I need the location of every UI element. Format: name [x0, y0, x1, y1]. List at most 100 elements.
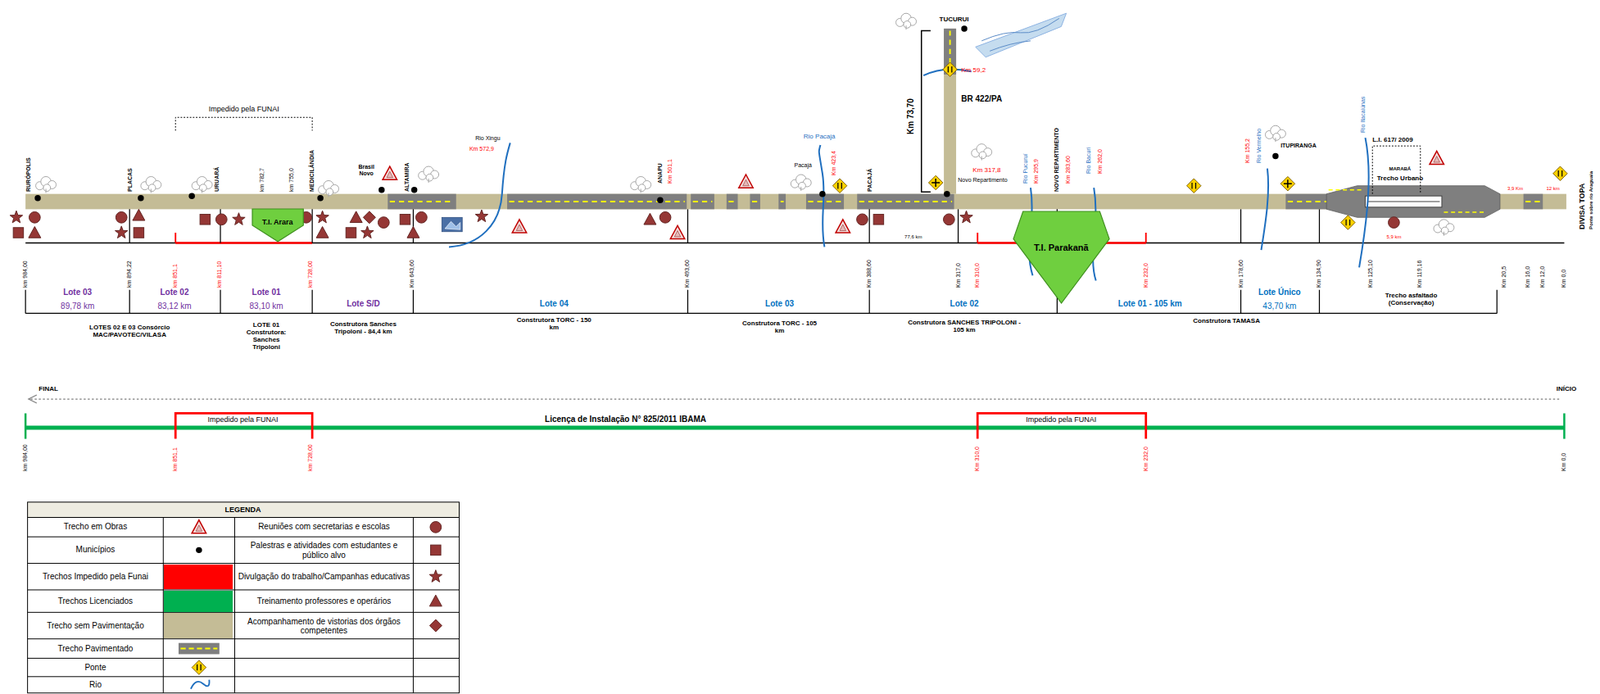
- campaign-symbol: [316, 210, 329, 223]
- legend-grid: [27, 675, 460, 677]
- bridge-sign: [947, 66, 949, 73]
- tree-icon: [428, 178, 430, 183]
- river: [1260, 168, 1269, 251]
- map-label: km 851,1: [172, 263, 179, 288]
- lot-divider: [1240, 290, 1242, 314]
- map-label: ALTAMIRA: [403, 163, 411, 193]
- map-label: 12 km: [1546, 185, 1560, 192]
- campaign-symbol: [429, 570, 442, 583]
- legend-text: Trechos Licenciados: [29, 596, 161, 606]
- map-label: Lote 01: [252, 288, 282, 298]
- map-label: MEDICILÂNDIA: [308, 149, 316, 192]
- map-label: Km 423,4: [830, 150, 838, 176]
- map-label: Trecho asfaltado (Conservação): [1366, 292, 1457, 308]
- km-tick: [1145, 232, 1147, 243]
- bridge-sign: [199, 664, 201, 671]
- km-tick: [976, 232, 979, 243]
- map-label: Km 0,0: [1560, 453, 1568, 472]
- direction-line: [30, 398, 1561, 399]
- legend-grid: [27, 589, 460, 590]
- area-outline: [1013, 211, 1110, 304]
- map-label: Km 119,16: [1416, 260, 1424, 288]
- map-label: RURÓPOLIS: [25, 158, 32, 193]
- map-label: Lote 03: [765, 299, 794, 309]
- map-label: TUCURUI: [939, 15, 970, 23]
- municipality-dot: [1272, 153, 1279, 159]
- junction-sign: [928, 175, 943, 190]
- map-label: Impedido pela FUNAI: [207, 415, 278, 424]
- legend-text: Trecho em Obras: [29, 522, 161, 532]
- paved-road: [690, 194, 715, 210]
- map-label: Novo Repartimento: [957, 177, 1007, 185]
- map-label: Construtora TAMASA: [1192, 317, 1261, 326]
- municipality-dot: [960, 25, 967, 32]
- area-outline: [1013, 211, 1110, 304]
- lane-marking: [752, 200, 758, 203]
- junction-sign: [1283, 182, 1292, 184]
- lot-divider: [869, 290, 871, 314]
- works-sign: [835, 219, 850, 233]
- inspection-symbol: [429, 619, 442, 632]
- map-label: Construtora TORC - 105 km: [738, 320, 821, 336]
- lot-divider: [1318, 290, 1320, 314]
- map-label: Lote S/D: [346, 299, 381, 309]
- training-symbol: [349, 211, 363, 223]
- map-label: Trecho Urbano: [1377, 174, 1424, 182]
- map-label: Rio Pacajá: [803, 132, 836, 141]
- legend-grid: [27, 536, 460, 538]
- indigenous-land: T.I. Arara: [252, 208, 304, 242]
- license-bar: [25, 425, 1564, 430]
- works-sign: [1429, 150, 1444, 164]
- lane-marking: [389, 200, 454, 203]
- map-label: km 851,1: [172, 448, 179, 472]
- map-label: km 728,00: [307, 261, 314, 289]
- tree-icon: [326, 188, 334, 196]
- distance-bracket: [921, 30, 931, 192]
- meeting-symbol: [215, 213, 227, 226]
- lot-divider: [25, 290, 27, 314]
- river: [1359, 137, 1369, 268]
- map-label: Km 283,60: [1065, 155, 1072, 184]
- lot-divider: [687, 290, 689, 314]
- tree-icon: [45, 188, 47, 193]
- map-label: Km 20,5: [1500, 266, 1508, 288]
- training-symbol: [28, 226, 41, 239]
- campaign-symbol: [9, 210, 23, 223]
- tree-icon: [903, 21, 912, 29]
- works-sign: [743, 179, 749, 186]
- legend-sample: [180, 648, 218, 650]
- bridge-sign: [837, 182, 839, 189]
- map-label: Km 388,60: [865, 259, 873, 288]
- impeded-bracket: [977, 412, 1147, 439]
- map-label: Km 16,0: [1524, 266, 1532, 288]
- tree-icon: [800, 186, 802, 191]
- legend-grid: [27, 516, 460, 518]
- map-label: NOVO REPARTIMENTO: [1053, 127, 1061, 192]
- paved-road: [749, 194, 760, 210]
- legend-text: Reuniões com secretarias e escolas: [236, 522, 411, 532]
- map-label: LEGENDA: [224, 505, 261, 514]
- works-sign: [1433, 156, 1440, 163]
- lot-divider: [1496, 290, 1498, 314]
- lecture-symbol: [345, 227, 356, 238]
- works-sign: [839, 224, 846, 231]
- map-label: Rio Bacuri: [1085, 146, 1093, 173]
- tree-icon: [638, 184, 646, 192]
- municipality-dot: [34, 194, 41, 201]
- lane-marking: [728, 200, 736, 203]
- municipality-dot: [819, 190, 825, 197]
- map-label: LOTES 02 E 03 Consórcio MAC/PAVOTEC/VILA…: [80, 324, 179, 340]
- map-label: Pacajá: [794, 162, 812, 169]
- map-label: km 811,10: [216, 261, 223, 288]
- map-label: km 984,00: [22, 444, 29, 472]
- km-tick: [1318, 208, 1320, 243]
- works-sign: [386, 171, 393, 177]
- km-tick: [1240, 208, 1242, 243]
- map-label: 5,9 km: [1386, 234, 1401, 241]
- map-label: INÍCIO: [1556, 385, 1577, 393]
- legend-text: Trecho sem Pavimentação: [29, 620, 161, 631]
- bridge-sign: [191, 660, 206, 675]
- lot-divider: [129, 290, 131, 314]
- tree-icon: [640, 188, 642, 193]
- lecture-symbol: [430, 544, 441, 555]
